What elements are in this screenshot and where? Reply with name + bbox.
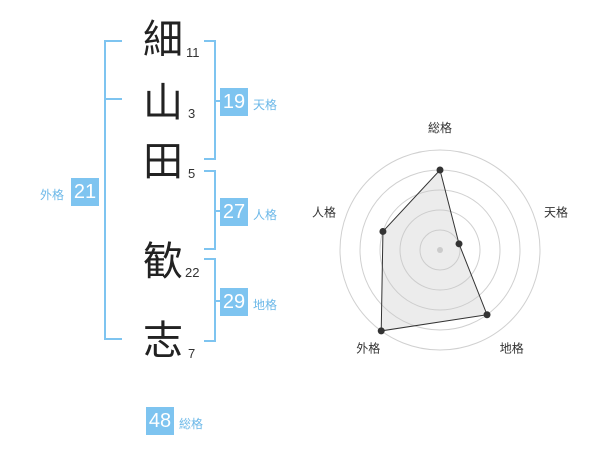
radar-axis-label-2: 天格 — [544, 204, 568, 219]
radar-ring-2 — [399, 209, 481, 291]
stroke-count-4: 22 — [185, 265, 200, 280]
tenkaku-badge: 19 — [220, 88, 248, 116]
radar-axis-label-3: 地格 — [500, 341, 524, 356]
name-char-4: 歓 — [143, 239, 183, 285]
radar-ring-3 — [379, 189, 501, 311]
radar-data-polygon — [380, 168, 488, 332]
chikaku-label: 地格 — [253, 298, 278, 312]
jinkaku-badge: 27 — [220, 198, 248, 226]
radar-axis-label-1: 総格 — [428, 120, 452, 135]
gaikaku-badge: 21 — [71, 178, 99, 206]
radar-axis-label-5: 人格 — [312, 204, 336, 219]
radar-axis-label-4: 外格 — [356, 341, 380, 356]
soukaku-label: 総格 — [179, 417, 204, 431]
stroke-count-3: 5 — [188, 166, 196, 181]
radar-point-5 — [379, 227, 387, 235]
soukaku-badge: 48 — [146, 407, 174, 435]
stroke-count-1: 11 — [186, 45, 200, 60]
stroke-count-5: 7 — [188, 346, 196, 361]
jinkaku-label: 人格 — [253, 208, 278, 222]
radar-ring-5 — [339, 149, 541, 351]
radar-point-3 — [483, 311, 491, 319]
radar-ring-1 — [419, 229, 461, 271]
name-char-3: 田 — [143, 139, 183, 185]
radar-point-4 — [377, 327, 385, 335]
radar-point-2 — [455, 240, 463, 248]
tenkaku-label: 天格 — [253, 98, 278, 112]
name-char-2: 山 — [143, 80, 183, 126]
radar-point-1 — [436, 166, 444, 174]
radar-center-dot — [437, 247, 443, 253]
name-char-5: 志 — [143, 318, 183, 364]
stroke-count-2: 3 — [188, 106, 196, 121]
chikaku-badge: 29 — [220, 288, 248, 316]
name-char-1: 細 — [143, 17, 183, 63]
gaikaku-label: 外格 — [40, 188, 65, 202]
